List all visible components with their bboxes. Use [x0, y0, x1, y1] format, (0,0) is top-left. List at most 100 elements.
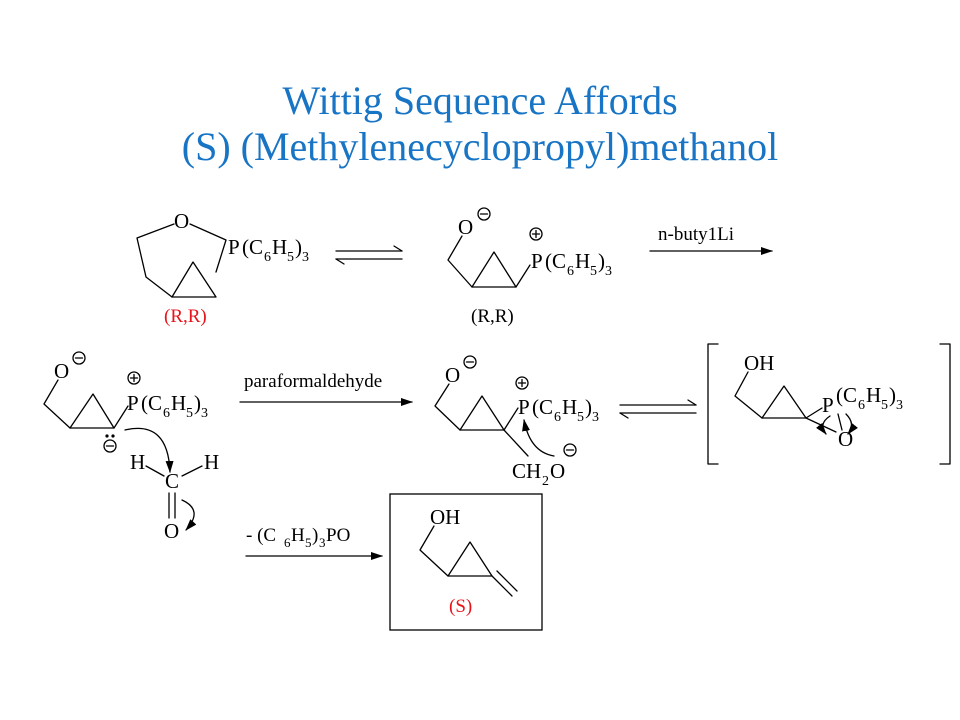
cyclopropane-ring	[761, 385, 807, 419]
negative-charge	[463, 355, 477, 369]
triphenylphosphonium-group: P (C 6 H 5 ) 3	[228, 235, 309, 265]
subscript-5: 5	[577, 410, 584, 425]
atom-hydrogen: H	[272, 235, 287, 259]
phenyl-close: )	[295, 235, 302, 259]
title-line-1: Wittig Sequence Affords	[282, 78, 678, 123]
phenyl-close: )	[585, 395, 592, 419]
phenyl-open: (C	[532, 395, 553, 419]
positive-charge	[529, 227, 543, 241]
reaction-arrow-elimination: - (C 6 H 5 ) 3 PO	[245, 525, 383, 560]
phenyl-close: )	[312, 525, 318, 546]
subscript-5: 5	[287, 250, 294, 265]
atom-phosphorus: P	[531, 249, 543, 273]
atom-oxygen: O	[54, 359, 69, 383]
slide-title: Wittig Sequence Affords (S) (Methylenecy…	[0, 78, 960, 170]
carbanion-charge	[103, 434, 117, 453]
subscript-3: 3	[605, 264, 612, 279]
atom-hydrogen: H	[130, 450, 145, 474]
cyclopropane-ring	[69, 393, 115, 429]
phenyl-close: )	[598, 249, 605, 273]
atom-hydrogen: H	[866, 383, 881, 407]
reagent-butyllithium: n-buty1Li	[658, 224, 734, 245]
title-line-2: (S) (Methylenecyclopropyl)methanol	[181, 124, 779, 169]
ring-bonds	[189, 223, 227, 273]
structure-formaldehyde: H H C O	[130, 450, 219, 543]
equilibrium-arrow	[619, 399, 697, 419]
stereo-label-rr-red: (R,R)	[164, 306, 207, 327]
triphenylphosphonium-group: P (C 6 H 5 ) 3	[531, 249, 612, 279]
structure-ylide: O P (C 6 H 5 ) 3	[43, 351, 208, 473]
atom-phosphorus: P	[822, 393, 834, 417]
exocyclic-double-bond	[491, 575, 513, 597]
atom-phosphorus: P	[127, 391, 139, 415]
stereo-label-rr: (R,R)	[471, 306, 514, 327]
atom-carbon: C	[165, 469, 179, 493]
byproduct-label: - (C 6 H 5 ) 3 PO	[246, 525, 350, 550]
hydroxyl-group: OH	[430, 505, 460, 529]
structure-adduct: O P (C 6 H 5 ) 3 CH 2 O	[434, 355, 599, 489]
alkoxide-group: CH 2 O	[512, 459, 565, 489]
right-bracket	[939, 343, 951, 465]
cyclopropane-ring	[459, 395, 505, 431]
exocyclic-double-bond	[496, 570, 518, 592]
product-box: OH (S)	[389, 493, 543, 631]
equilibrium-arrow	[335, 245, 403, 265]
curved-arrow-carbonyl	[181, 499, 197, 531]
curved-arrow-ring-closure	[522, 419, 555, 457]
cyclopropane-ring	[471, 251, 517, 288]
byproduct-suffix: PO	[326, 525, 350, 546]
subscript-3: 3	[201, 406, 208, 421]
curved-arrow-attack	[124, 427, 174, 473]
subscript-5: 5	[590, 264, 597, 279]
subscript-3: 3	[319, 535, 326, 550]
chain-bonds	[447, 235, 473, 288]
phenyl-open: (C	[836, 383, 857, 407]
structure-oxaphospholane: O P (C 6 H 5 ) 3 (R,R)	[136, 209, 309, 327]
chain-bonds	[43, 379, 71, 429]
negative-charge	[563, 443, 577, 457]
subscript-5: 5	[305, 535, 312, 550]
subscript-3: 3	[592, 410, 599, 425]
subscript-6: 6	[284, 535, 291, 550]
structure-oxaphosphetane-intermediate: OH P (C 6 H 5 ) 3 O	[707, 343, 951, 465]
triphenylphosphonium-group: P (C 6 H 5 ) 3	[127, 391, 208, 421]
curved-arrow-fragmentation	[845, 413, 858, 435]
subscript-6: 6	[264, 250, 271, 265]
atom-oxygen: O	[174, 209, 189, 233]
stereo-label-s: (S)	[449, 596, 472, 617]
negative-charge	[72, 351, 86, 365]
ring-bonds	[136, 223, 175, 298]
subscript-3: 3	[302, 250, 309, 265]
triphenyl-group: (C 6 H 5 ) 3	[836, 383, 903, 413]
structure-betaine: O P (C 6 H 5 ) 3 (R,R)	[447, 207, 612, 327]
atom-oxygen: O	[164, 519, 179, 543]
atom-oxygen: O	[550, 459, 565, 483]
subscript-2: 2	[542, 474, 549, 489]
subscript-6: 6	[554, 410, 561, 425]
cyclopropane-ring	[447, 541, 493, 577]
curved-arrow-fragmentation	[816, 415, 831, 435]
triphenylphosphonium-group: P (C 6 H 5 ) 3	[518, 395, 599, 425]
positive-charge	[127, 371, 141, 385]
phenyl-open: (C	[141, 391, 162, 415]
hydroxyl-group: OH	[744, 351, 774, 375]
subscript-6: 6	[567, 264, 574, 279]
atom-hydrogen: H	[291, 525, 305, 546]
byproduct-prefix: - (C	[246, 525, 276, 546]
phenyl-close: )	[889, 383, 896, 407]
reaction-arrow-butyllithium: n-buty1Li	[649, 224, 773, 255]
atom-hydrogen: H	[562, 395, 577, 419]
methylene-ch: CH	[512, 459, 541, 483]
atom-oxygen: O	[458, 215, 473, 239]
cyclopropane-ring	[171, 261, 217, 298]
atom-phosphorus: P	[518, 395, 530, 419]
atom-phosphorus: P	[228, 235, 240, 259]
phenyl-open: (C	[242, 235, 263, 259]
reaction-arrow-paraformaldehyde: paraformaldehyde	[239, 371, 413, 406]
reagent-paraformaldehyde: paraformaldehyde	[244, 371, 382, 392]
atom-hydrogen: H	[575, 249, 590, 273]
subscript-5: 5	[881, 398, 888, 413]
phenyl-close: )	[194, 391, 201, 415]
left-bracket	[707, 343, 719, 465]
